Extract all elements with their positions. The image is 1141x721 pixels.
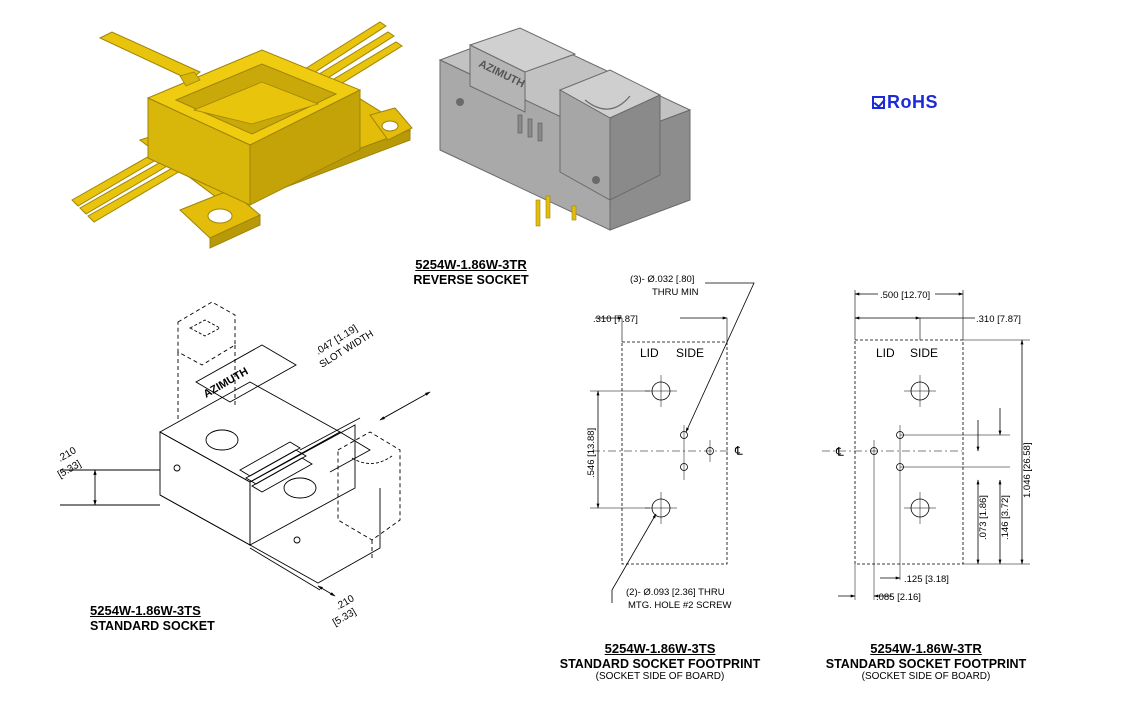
tr-dim-125: .125 [3.18] bbox=[904, 574, 949, 585]
reverse-socket-name: REVERSE SOCKET bbox=[413, 272, 529, 287]
ts-note-mtg-2: MTG. HOLE #2 SCREW bbox=[628, 600, 731, 611]
ts-side-label: SIDE bbox=[676, 346, 704, 360]
footprint-ts-part: 5254W-1.86W-3TS bbox=[604, 641, 716, 656]
footprint-tr-drawing bbox=[822, 290, 1030, 600]
ts-dim-vertical: .546 [13.88] bbox=[586, 428, 597, 478]
reverse-socket-caption: 5254W-1.86W-3TR REVERSE SOCKET bbox=[396, 257, 546, 287]
cl-mark-ts: ℄ bbox=[734, 444, 743, 458]
ts-dim-width: .310 [7.87] bbox=[593, 314, 638, 325]
footprint-ts-name: STANDARD SOCKET FOOTPRINT bbox=[559, 656, 761, 671]
footprint-tr-name: STANDARD SOCKET FOOTPRINT bbox=[825, 656, 1027, 671]
ts-note-holes-2: THRU MIN bbox=[652, 287, 699, 298]
tr-lid-label: LID bbox=[876, 346, 895, 360]
footprint-tr-sub: (SOCKET SIDE OF BOARD) bbox=[861, 671, 991, 683]
tr-side-label: SIDE bbox=[910, 346, 938, 360]
checkbox-icon bbox=[872, 96, 885, 109]
rohs-label: RoHS bbox=[887, 92, 938, 112]
standard-socket-part: 5254W-1.86W-3TS bbox=[90, 603, 201, 618]
tr-dim-width: .310 [7.87] bbox=[976, 314, 1021, 325]
dim-bottom-mm: [5.33] bbox=[331, 606, 358, 628]
tr-dim-146: .146 [3.72] bbox=[1000, 495, 1011, 540]
gold-package-illustration bbox=[71, 21, 413, 249]
footprint-tr-part: 5254W-1.86W-3TR bbox=[870, 641, 982, 656]
tr-dim-085: .085 [2.16] bbox=[876, 592, 921, 603]
cl-mark-tr: ℄ bbox=[835, 445, 844, 459]
standard-socket-line-drawing: AZIMUTH bbox=[60, 301, 431, 597]
tr-dim-073: .073 [1.86] bbox=[978, 495, 989, 540]
reverse-socket-part: 5254W-1.86W-3TR bbox=[415, 257, 527, 272]
footprint-ts-sub: (SOCKET SIDE OF BOARD) bbox=[595, 671, 725, 683]
tr-dim-top: .500 [12.70] bbox=[880, 290, 930, 301]
tr-dim-height: 1.046 [26.58] bbox=[1022, 443, 1033, 498]
ts-lid-label: LID bbox=[640, 346, 659, 360]
rohs-badge: RoHS bbox=[872, 92, 938, 113]
ts-note-mtg-1: (2)- Ø.093 [2.36] THRU bbox=[626, 587, 725, 598]
standard-socket-name: STANDARD SOCKET bbox=[90, 618, 215, 633]
reverse-socket-illustration: AZIMUTH bbox=[438, 27, 692, 231]
footprint-ts-caption: 5254W-1.86W-3TS STANDARD SOCKET FOOTPRIN… bbox=[550, 641, 770, 683]
footprint-ts-drawing bbox=[590, 282, 755, 603]
footprint-tr-caption: 5254W-1.86W-3TR STANDARD SOCKET FOOTPRIN… bbox=[815, 641, 1037, 683]
ts-note-holes-1: (3)- Ø.032 [.80] bbox=[630, 274, 694, 285]
standard-socket-caption: 5254W-1.86W-3TS STANDARD SOCKET bbox=[90, 603, 230, 633]
